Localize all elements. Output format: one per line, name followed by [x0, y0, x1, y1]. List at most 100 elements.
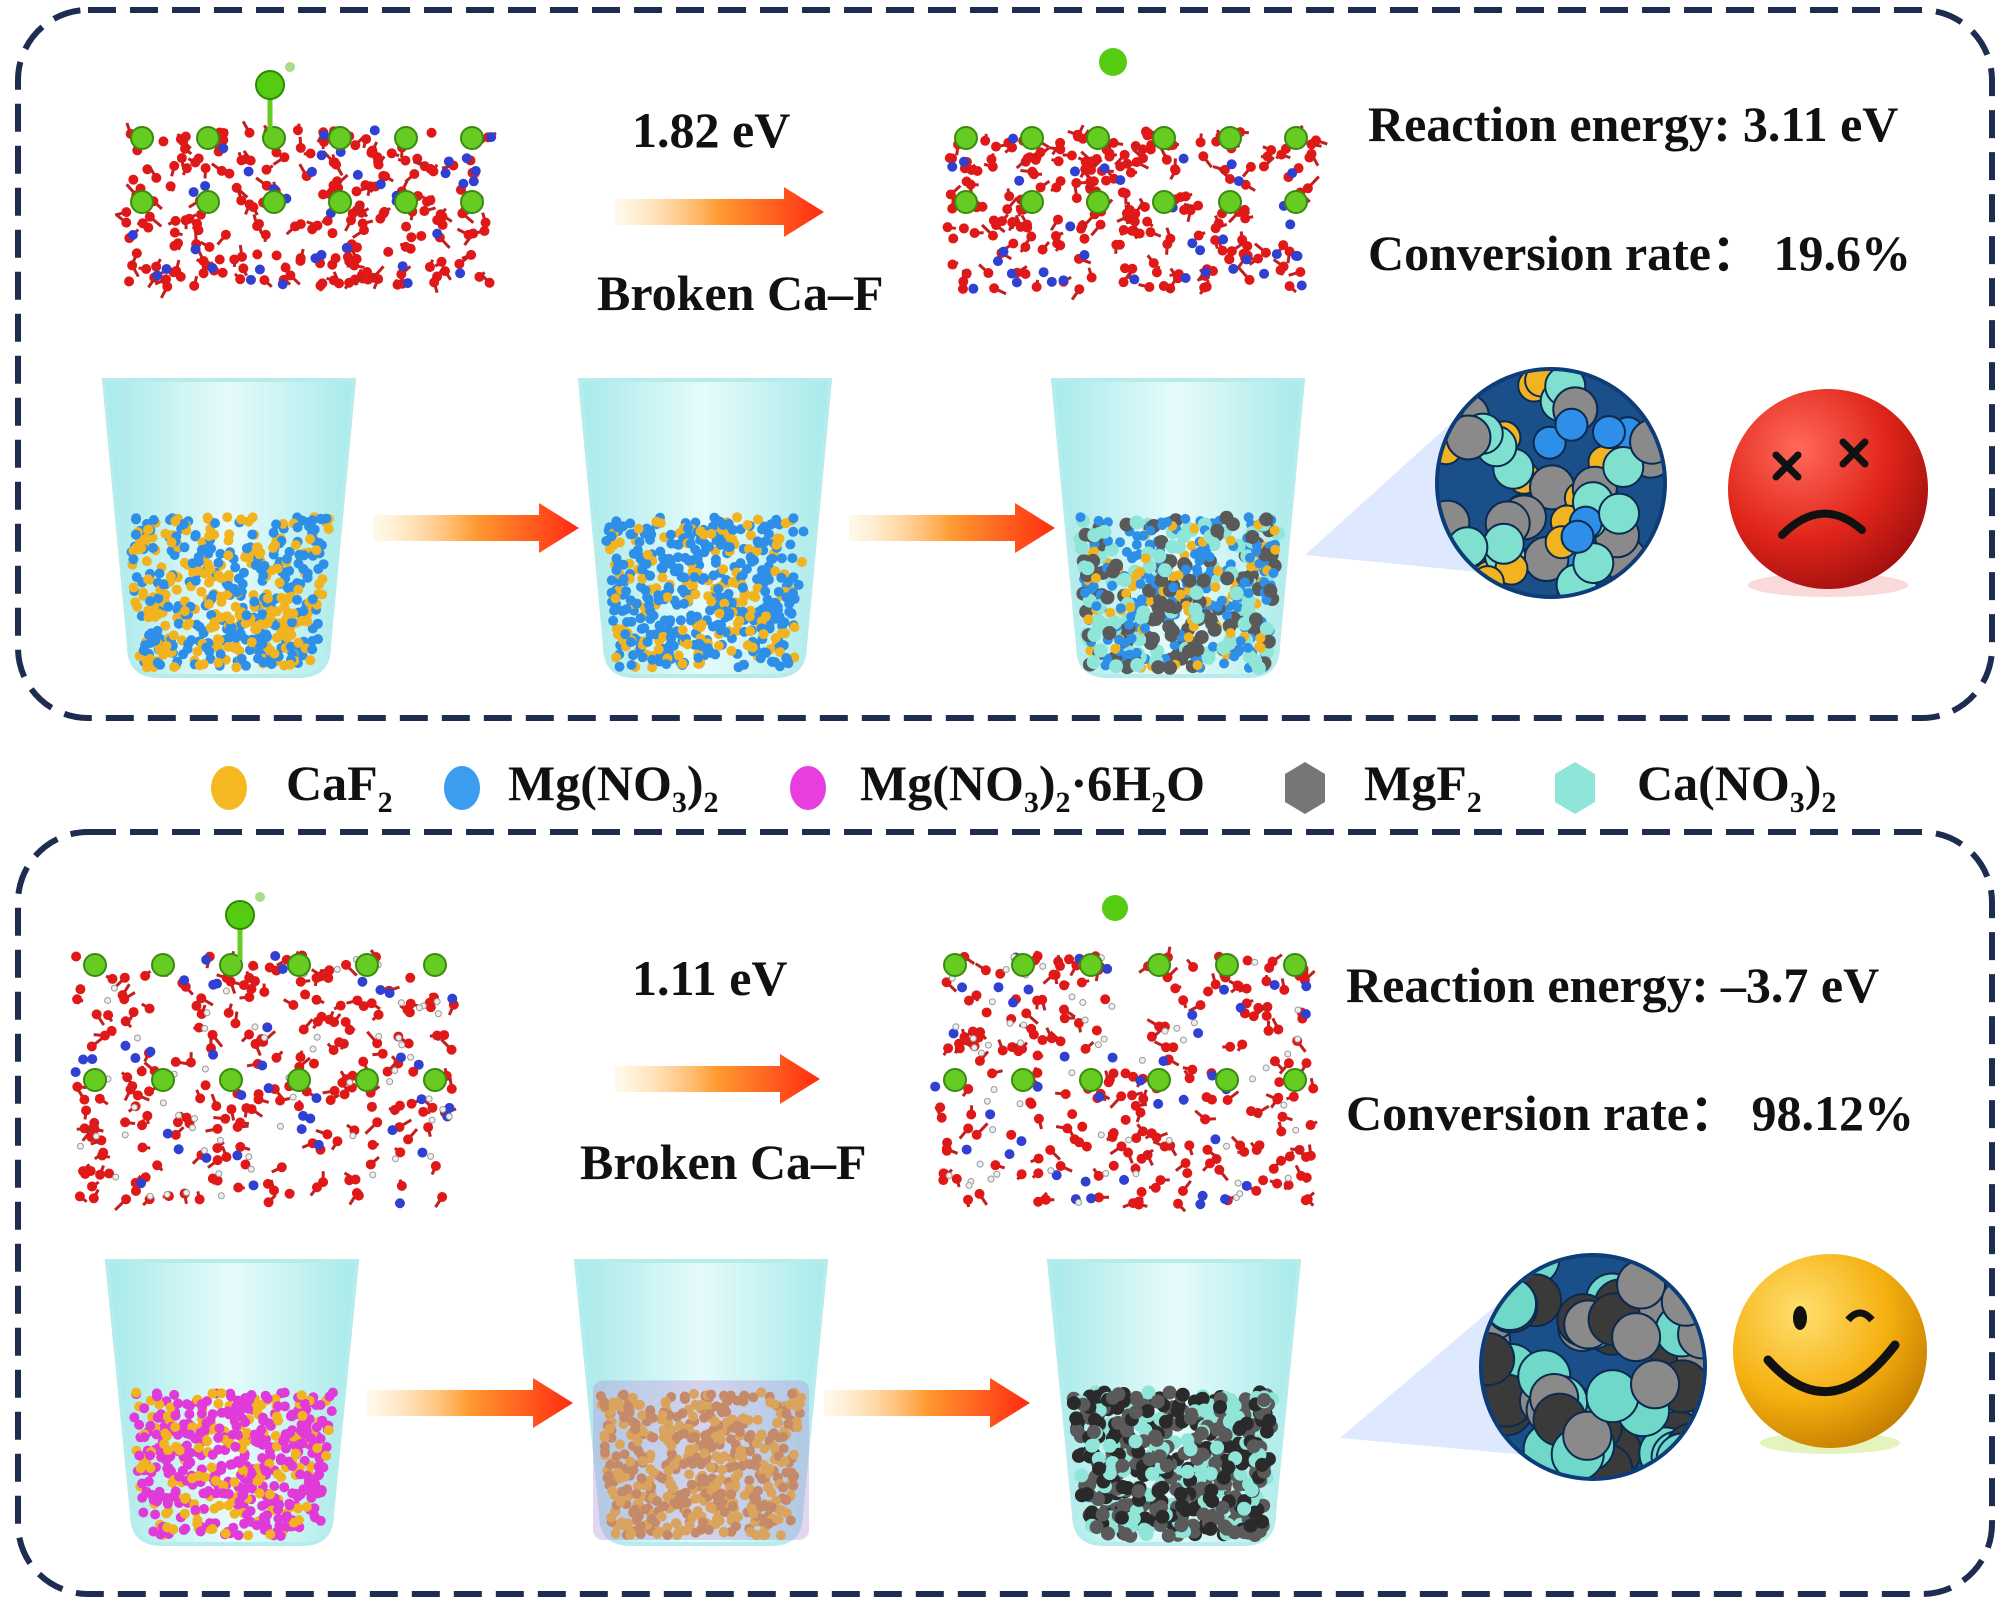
- sad-face-icon: [1728, 389, 1928, 597]
- particle: [315, 1433, 326, 1444]
- particle: [213, 1432, 224, 1443]
- oxygen-atom: [124, 276, 135, 287]
- particle: [313, 564, 324, 574]
- particle: [137, 1478, 148, 1489]
- oxygen-atom: [1165, 233, 1176, 244]
- particle: [1213, 1400, 1227, 1414]
- oxygen-atom: [1275, 265, 1286, 276]
- oxygen-atom: [1067, 1109, 1078, 1120]
- nitrogen-atom: [1226, 159, 1237, 170]
- nitrogen-atom: [306, 166, 317, 177]
- particle: [635, 613, 646, 624]
- calcium-atom: [954, 126, 978, 150]
- nitrogen-atom: [208, 1049, 219, 1060]
- oxygen-atom: [419, 206, 430, 217]
- particle: [293, 637, 304, 648]
- nitrogen-atom: [440, 168, 451, 179]
- particle: [695, 640, 706, 651]
- particle: [1086, 655, 1101, 670]
- oxygen-atom: [144, 1003, 155, 1014]
- calcium-atom: [1284, 190, 1308, 214]
- particle: [298, 550, 309, 561]
- particle: [1142, 1452, 1157, 1467]
- calcium-atom: [355, 1068, 379, 1092]
- particle: [1585, 1369, 1640, 1424]
- oxygen-atom: [366, 1101, 377, 1112]
- oxygen-atom: [1079, 233, 1090, 244]
- particle: [788, 513, 799, 524]
- particle: [242, 1428, 253, 1438]
- oxygen-atom: [1059, 1004, 1070, 1015]
- particle: [269, 1481, 280, 1491]
- particle: [197, 1401, 208, 1412]
- particle: [1131, 647, 1142, 658]
- particle: [258, 657, 269, 668]
- particle: [1158, 1414, 1173, 1429]
- particle: [273, 1513, 284, 1524]
- particle: [640, 585, 651, 596]
- oxygen-atom: [1244, 274, 1255, 285]
- hydrogen-atom: [427, 1152, 435, 1160]
- oxygen-atom: [94, 1093, 105, 1104]
- particle: [161, 640, 172, 651]
- nitrogen-atom: [70, 1067, 81, 1078]
- nitrogen-atom: [1008, 133, 1019, 144]
- oxygen-atom: [347, 208, 358, 219]
- particle: [138, 1507, 149, 1518]
- particle: [705, 605, 715, 616]
- particle: [155, 659, 166, 670]
- calcium-atom: [423, 1068, 447, 1092]
- oxygen-atom: [480, 217, 491, 228]
- particle: [685, 538, 696, 549]
- particle: [788, 526, 799, 537]
- calcium-atom: [1218, 190, 1242, 214]
- oxygen-atom: [1273, 1024, 1284, 1035]
- particle: [752, 583, 763, 593]
- nitrogen-atom: [207, 262, 218, 273]
- particle: [726, 645, 737, 656]
- oxygen-atom: [1143, 128, 1154, 139]
- particle: [664, 640, 675, 651]
- nitrogen-atom: [1241, 254, 1252, 265]
- nitrogen-atom: [208, 979, 219, 990]
- oxygen-atom: [334, 1037, 345, 1048]
- particle: [207, 1449, 218, 1460]
- particle: [665, 529, 676, 540]
- oxygen-atom: [241, 1103, 252, 1114]
- arrow-icon: [824, 1378, 1030, 1428]
- particle: [199, 1504, 209, 1514]
- particle: [1083, 614, 1094, 625]
- oxygen-atom: [103, 1010, 114, 1021]
- particle: [688, 1389, 699, 1399]
- oxygen-atom: [425, 195, 436, 206]
- particle: [272, 1469, 283, 1480]
- oxygen-atom: [1125, 167, 1136, 178]
- calcium-atom: [1086, 126, 1110, 150]
- oxygen-atom: [261, 164, 272, 175]
- particle: [633, 523, 644, 534]
- particle: [716, 536, 727, 547]
- nitrogen-atom: [369, 125, 380, 136]
- particle: [186, 635, 197, 646]
- particle: [262, 631, 273, 642]
- nitrogen-atom: [263, 1083, 274, 1094]
- calcium-atom: [328, 126, 352, 150]
- oxygen-atom: [312, 220, 323, 231]
- hydrogen-atom: [309, 1045, 317, 1053]
- particle: [1232, 602, 1243, 613]
- particle: [1145, 525, 1156, 536]
- oxygen-atom: [295, 142, 306, 153]
- oxygen-atom: [327, 228, 338, 239]
- oxygen-atom: [1059, 980, 1070, 991]
- particle: [1136, 605, 1151, 620]
- particle: [1591, 415, 1626, 450]
- calcium-atom: [219, 1068, 243, 1092]
- oxygen-atom: [944, 153, 955, 164]
- particle: [249, 596, 260, 607]
- particle: [613, 629, 623, 640]
- oxygen-atom: [144, 1086, 155, 1097]
- oxygen-atom: [1226, 246, 1237, 257]
- particle: [241, 660, 251, 671]
- particle: [764, 620, 775, 631]
